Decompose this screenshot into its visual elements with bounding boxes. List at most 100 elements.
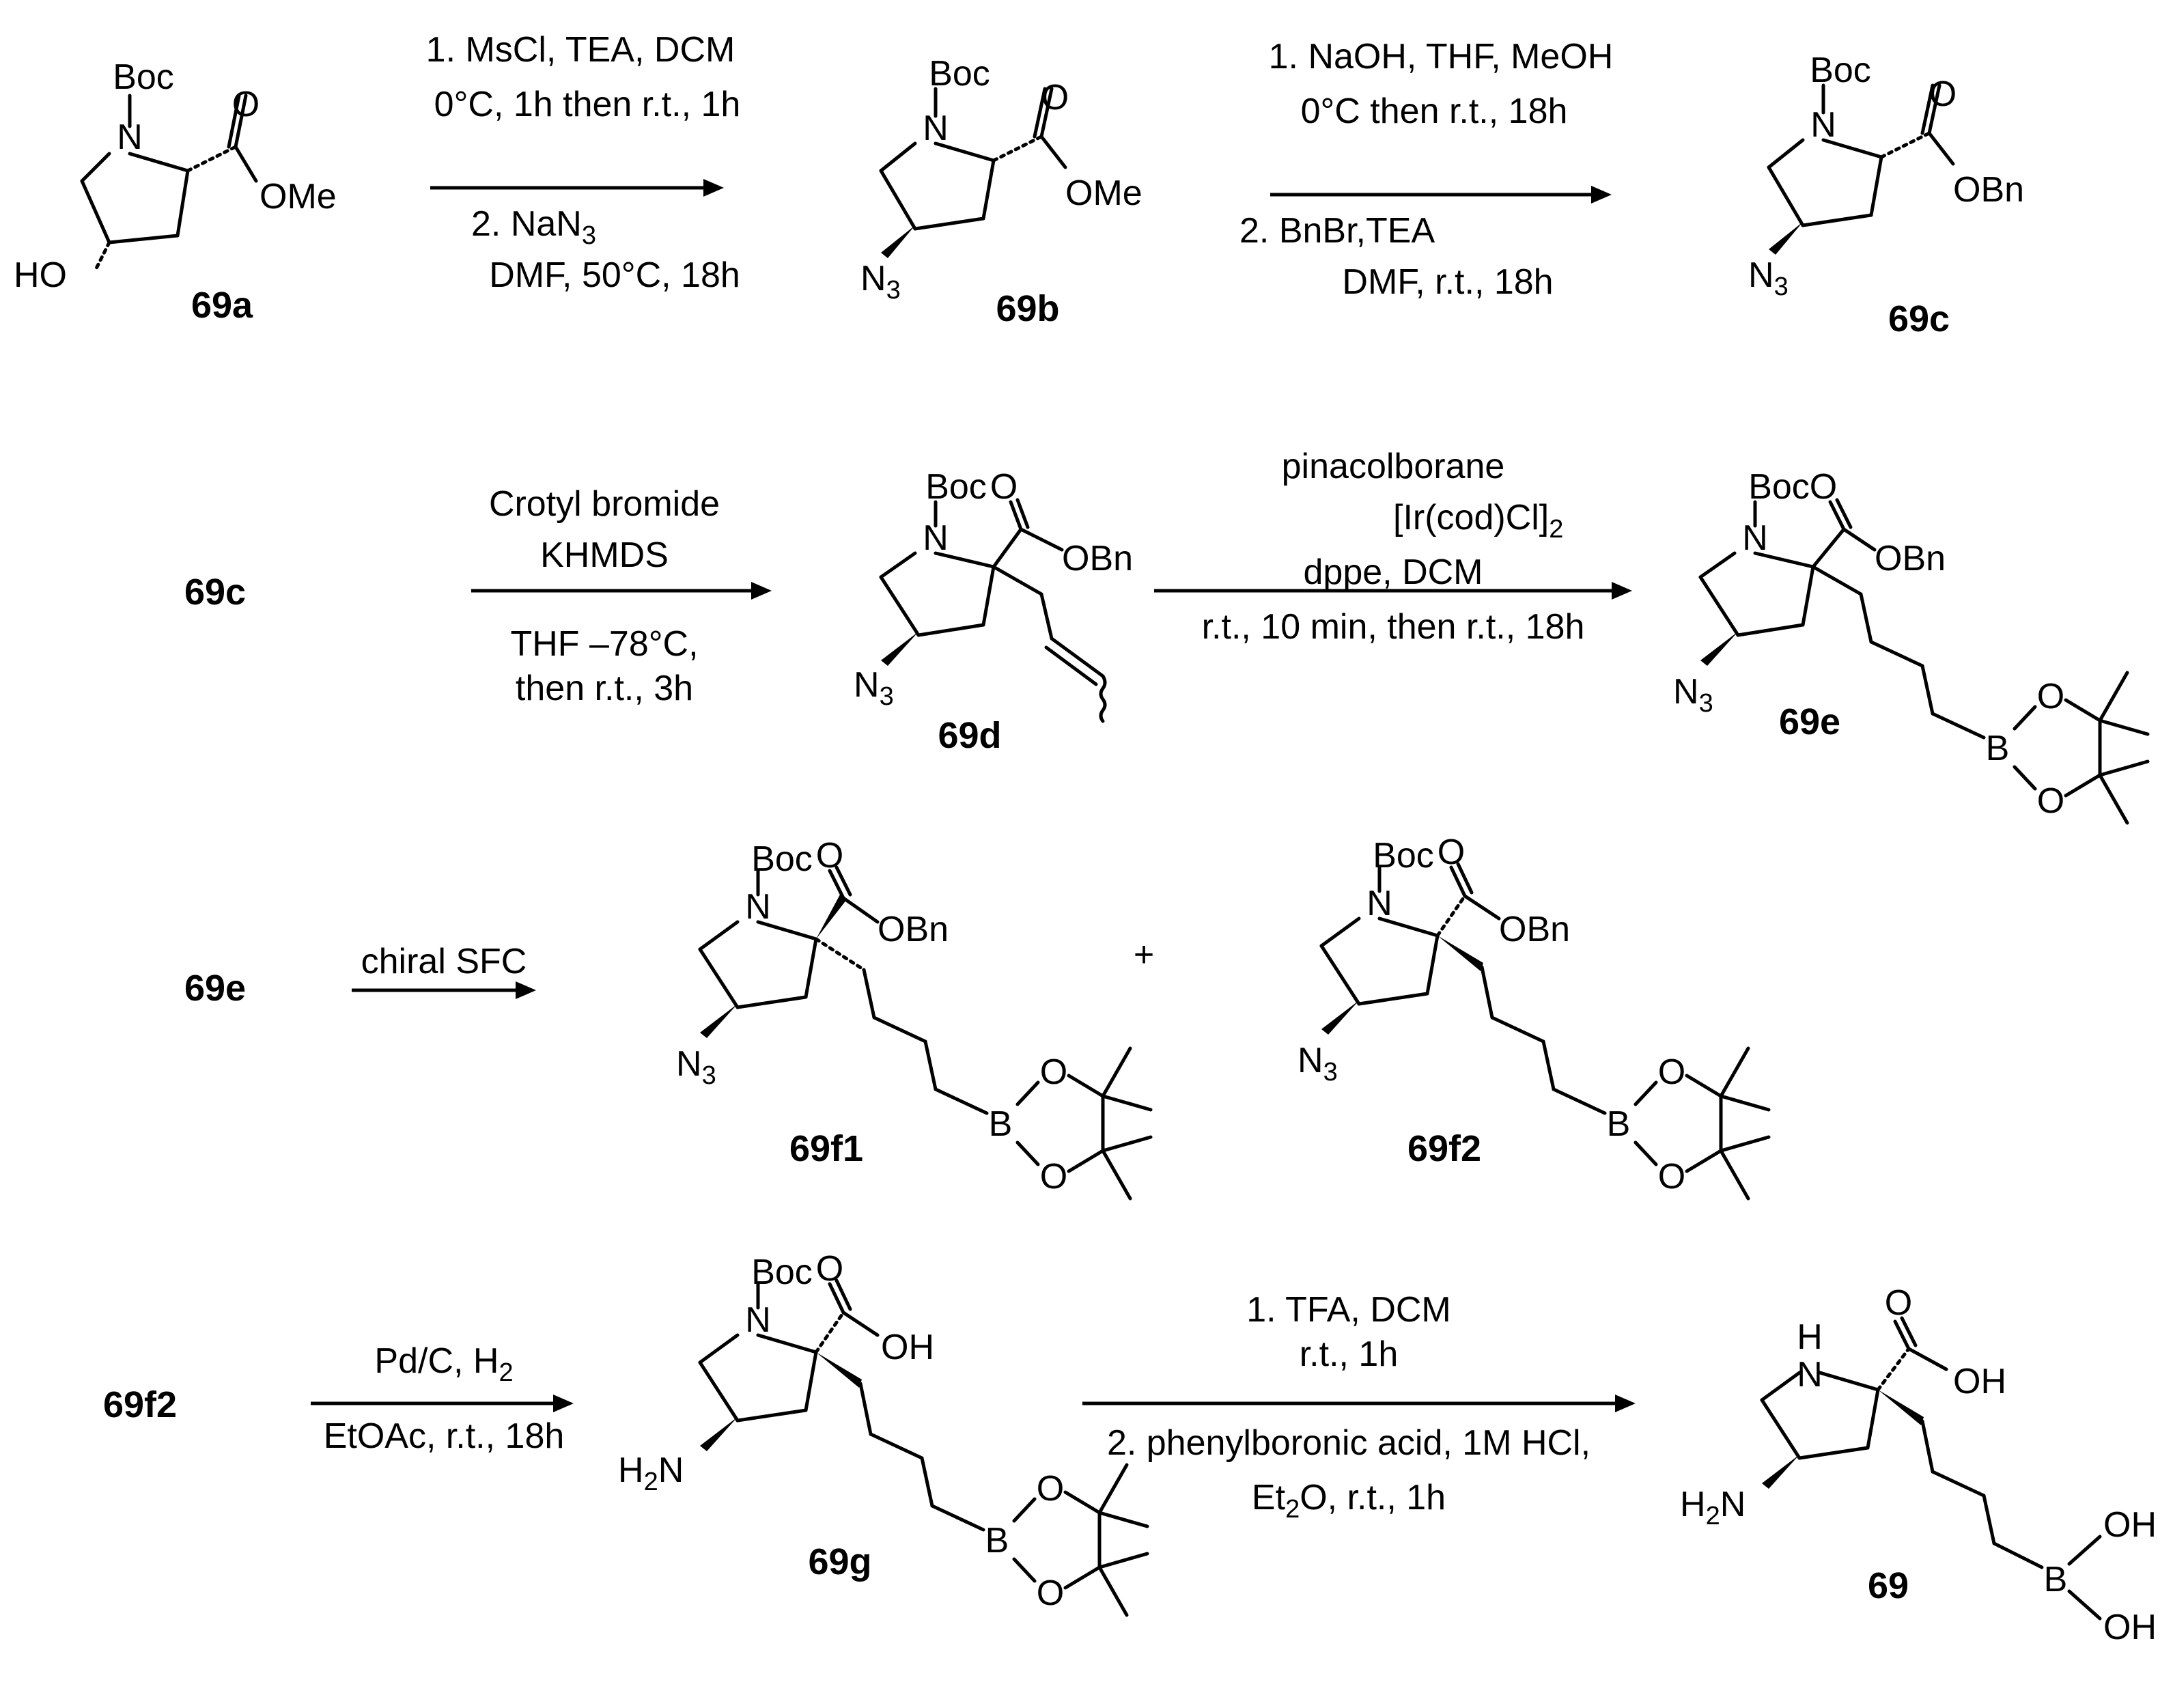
compound-69e: Boc O N OBn N3 69e B O O xyxy=(1673,467,2148,823)
atom-label: O xyxy=(1041,78,1069,117)
atom-label: O xyxy=(1037,1573,1064,1613)
atom-label: O xyxy=(1040,1157,1067,1196)
svg-text:Et2O, r.t., 1h: Et2O, r.t., 1h xyxy=(1252,1478,1446,1524)
reaction-conditions: 1. TFA, DCM r.t., 1h 2. phenylboronic ac… xyxy=(1107,1290,1590,1524)
svg-text:DMF, 50°C, 18h: DMF, 50°C, 18h xyxy=(489,255,740,295)
compound-label: 69 xyxy=(1868,1565,1909,1606)
atom-label: O xyxy=(1885,1283,1912,1323)
svg-text:1. MsCl, TEA, DCM: 1. MsCl, TEA, DCM xyxy=(426,30,735,70)
svg-text:r.t., 10 min, then r.t., 18h: r.t., 10 min, then r.t., 18h xyxy=(1202,607,1585,647)
reaction-conditions: pinacolborane [Ir(cod)Cl]2 dppe, DCM r.t… xyxy=(1202,447,1585,647)
compound-69: H N O OH H2N B OH OH 69 xyxy=(1680,1283,2157,1647)
compound-label: 69e xyxy=(1779,701,1840,742)
atom-label: O xyxy=(816,1249,843,1289)
atom-label: Boc xyxy=(113,57,174,97)
svg-text:Crotyl bromide: Crotyl bromide xyxy=(489,484,720,524)
svg-text:2. BnBr,TEA: 2. BnBr,TEA xyxy=(1239,211,1435,251)
atom-label: OH xyxy=(1953,1362,2006,1401)
atom-label: N xyxy=(1810,105,1836,145)
reaction-conditions: Crotyl bromide KHMDS THF –78°C, then r.t… xyxy=(489,484,720,708)
atom-label: B xyxy=(2044,1560,2068,1599)
atom-label: O xyxy=(2037,781,2064,821)
atom-label: OMe xyxy=(1065,173,1142,213)
atom-label: H xyxy=(1797,1317,1823,1357)
reaction-arrow xyxy=(352,981,536,999)
atom-label: N3 xyxy=(1298,1041,1338,1087)
atom-label: HO xyxy=(14,255,67,295)
atom-label: Boc xyxy=(1748,467,1810,507)
svg-text:dppe, DCM: dppe, DCM xyxy=(1304,552,1483,592)
atom-label: N xyxy=(923,518,949,558)
svg-text:DMF, r.t., 18h: DMF, r.t., 18h xyxy=(1342,262,1553,302)
compound-69d: Boc O N OBn N3 69d xyxy=(854,467,1133,756)
reaction-arrow xyxy=(471,582,772,600)
svg-text:Pd/C, H2: Pd/C, H2 xyxy=(374,1341,513,1387)
atom-label: N xyxy=(117,117,143,157)
atom-label: OBn xyxy=(878,910,949,949)
compound-label: 69b xyxy=(996,288,1059,329)
reaction-arrow xyxy=(1270,186,1612,204)
compound-label: 69f2 xyxy=(103,1384,177,1425)
atom-label: OBn xyxy=(1953,170,2024,210)
svg-text:0°C then r.t., 18h: 0°C then r.t., 18h xyxy=(1301,92,1568,131)
atom-label: N xyxy=(745,1300,771,1340)
atom-label: O xyxy=(1658,1157,1685,1196)
atom-label: Boc xyxy=(1810,51,1871,90)
atom-label: OMe xyxy=(260,177,337,216)
compound-label: 69a xyxy=(191,285,253,326)
reaction-conditions: 1. MsCl, TEA, DCM 0°C, 1h then r.t., 1h … xyxy=(426,30,741,295)
atom-label: H2N xyxy=(1680,1485,1746,1530)
atom-label: Boc xyxy=(925,467,987,507)
atom-label: O xyxy=(1658,1052,1685,1092)
atom-label: N xyxy=(923,109,949,148)
reaction-arrow xyxy=(311,1395,574,1412)
svg-text:2. phenylboronic acid, 1M HCl,: 2. phenylboronic acid, 1M HCl, xyxy=(1107,1423,1590,1463)
atom-label: Boc xyxy=(1373,836,1434,876)
atom-label: B xyxy=(1986,729,2010,768)
plus-sign: + xyxy=(1134,935,1154,975)
atom-label: O xyxy=(816,836,843,876)
svg-text:chiral SFC: chiral SFC xyxy=(361,942,527,981)
atom-label: N xyxy=(745,887,771,927)
svg-text:KHMDS: KHMDS xyxy=(540,535,669,575)
compound-69g: Boc O N OH H2N 69g B O O xyxy=(618,1249,1147,1615)
compound-label: 69c xyxy=(184,572,246,613)
atom-label: O xyxy=(1037,1469,1064,1509)
atom-label: O xyxy=(990,467,1018,507)
svg-text:THF –78°C,: THF –78°C, xyxy=(510,624,698,664)
reaction-conditions: Pd/C, H2 EtOAc, r.t., 18h xyxy=(324,1341,565,1456)
reaction-conditions: chiral SFC xyxy=(361,942,527,981)
compound-69f2: Boc O N OBn N3 69f2 B O O xyxy=(1298,832,1769,1199)
svg-text:r.t., 1h: r.t., 1h xyxy=(1300,1334,1399,1374)
atom-label: O xyxy=(1810,467,1837,507)
svg-text:EtOAc, r.t., 18h: EtOAc, r.t., 18h xyxy=(324,1416,565,1456)
compound-label: 69g xyxy=(808,1541,871,1582)
atom-label: N xyxy=(1366,884,1392,923)
atom-label: O xyxy=(1929,74,1957,114)
atom-label: O xyxy=(1438,832,1465,872)
svg-text:pinacolborane: pinacolborane xyxy=(1282,447,1505,486)
atom-label: OBn xyxy=(1062,539,1133,578)
atom-label: OBn xyxy=(1499,910,1570,949)
atom-label: OH xyxy=(2103,1505,2157,1545)
compound-69f1: Boc O N OBn N3 69f1 B O O xyxy=(676,836,1151,1199)
compound-69b: Boc N O OMe N3 69b xyxy=(860,54,1142,329)
svg-text:2. NaN3: 2. NaN3 xyxy=(471,204,596,250)
atom-label: OBn xyxy=(1875,539,1946,578)
svg-text:1. NaOH, THF, MeOH: 1. NaOH, THF, MeOH xyxy=(1269,37,1614,76)
svg-text:then r.t., 3h: then r.t., 3h xyxy=(516,669,693,708)
atom-label: O xyxy=(232,85,260,124)
compound-69c: Boc N O OBn N3 69c xyxy=(1748,51,2024,339)
compound-label: 69c xyxy=(1888,298,1950,339)
atom-label: Boc xyxy=(751,1252,813,1292)
reaction-arrow xyxy=(1154,582,1632,600)
atom-label: N3 xyxy=(1673,672,1713,718)
atom-label: H2N xyxy=(618,1451,684,1496)
svg-text:0°C, 1h then r.t., 1h: 0°C, 1h then r.t., 1h xyxy=(434,85,741,124)
compound-69a: Boc N O OMe HO 69a xyxy=(14,57,337,326)
atom-label: N3 xyxy=(676,1044,716,1090)
atom-label: B xyxy=(989,1104,1013,1144)
atom-label: Boc xyxy=(929,54,990,94)
svg-text:[Ir(cod)Cl]2: [Ir(cod)Cl]2 xyxy=(1393,498,1563,544)
